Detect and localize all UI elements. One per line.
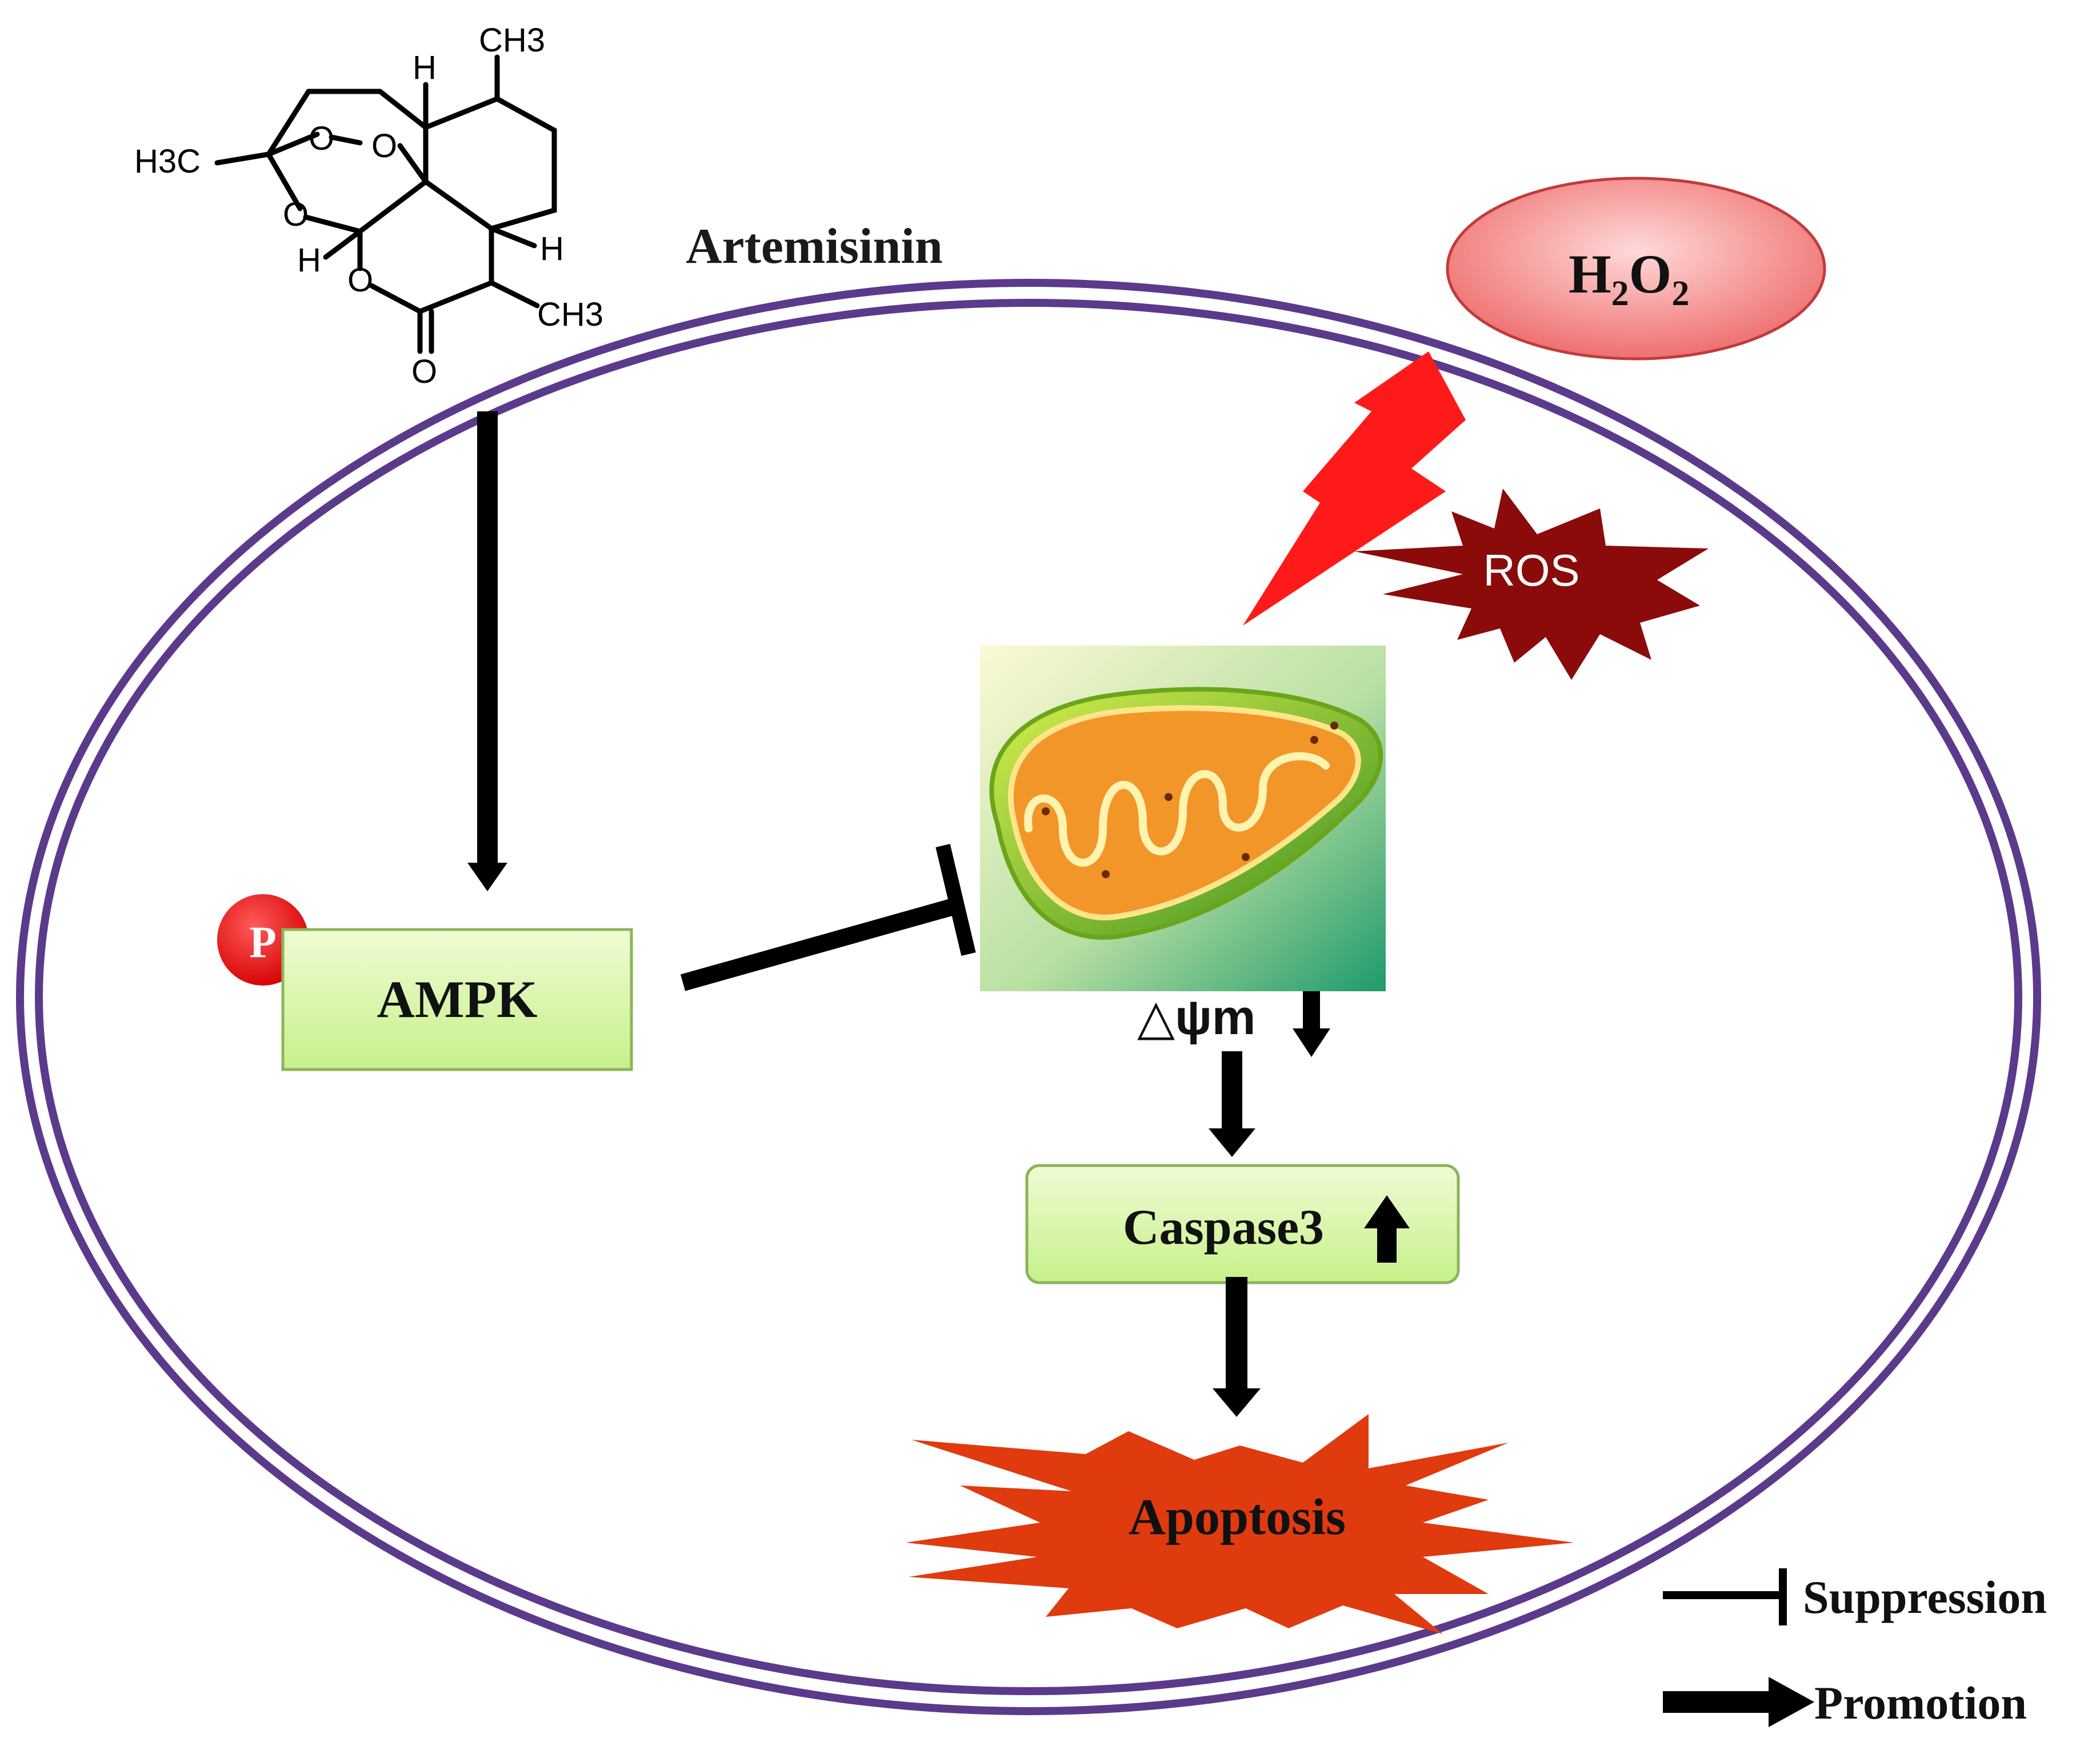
atom-ch3-right: CH3 bbox=[537, 296, 603, 333]
atom-o-carbonyl: O bbox=[411, 353, 437, 390]
atom-o2: O bbox=[371, 127, 397, 165]
legend-suppression-label: Suppression bbox=[1803, 1571, 2047, 1623]
atom-o1: O bbox=[309, 120, 334, 157]
atom-ch3-top: CH3 bbox=[479, 22, 545, 59]
phospho-label: P bbox=[249, 917, 277, 967]
promotion-arrow-caspase-apoptosis bbox=[1213, 1277, 1261, 1417]
caspase3-label: Caspase3 bbox=[1123, 1200, 1324, 1255]
artemisinin-structure bbox=[214, 54, 557, 354]
ampk-node: AMPK bbox=[281, 928, 633, 1071]
suppression-arrow-ampk-mito bbox=[680, 844, 976, 991]
apoptosis-burst-icon bbox=[906, 1414, 1574, 1634]
legend-promotion-label: Promotion bbox=[1814, 1677, 2027, 1729]
apoptosis-label: Apoptosis bbox=[1129, 1489, 1346, 1545]
ampk-label: AMPK bbox=[377, 970, 537, 1028]
atom-h-right: H bbox=[540, 230, 564, 267]
mitochondrion-icon bbox=[980, 646, 1386, 991]
atom-h-left: H bbox=[297, 242, 321, 279]
delta-psi-label: △ψm bbox=[1137, 990, 1255, 1045]
ros-burst-icon bbox=[1354, 488, 1709, 680]
atom-o3: O bbox=[283, 196, 309, 233]
cell-membrane bbox=[16, 279, 2041, 1715]
legend-promotion-icon bbox=[1663, 1677, 1814, 1727]
atom-o4: O bbox=[347, 262, 373, 299]
ros-label: ROS bbox=[1483, 545, 1579, 595]
h2o2-node: H2O2 bbox=[1446, 177, 1826, 361]
lightning-bolt-icon bbox=[1243, 351, 1466, 626]
promotion-arrow-mito-caspase bbox=[1209, 1051, 1255, 1157]
atom-h3c-left: H3C bbox=[134, 143, 201, 180]
promotion-arrow-artemisinin-ampk bbox=[467, 411, 507, 891]
legend: Suppression Promotion bbox=[1663, 1568, 2047, 1729]
artemisinin-label: Artemisinin bbox=[686, 219, 943, 274]
decrease-arrow-icon bbox=[1293, 991, 1330, 1057]
caspase3-node: Caspase3 bbox=[1025, 1164, 1460, 1284]
atom-h-top: H bbox=[413, 49, 437, 86]
legend-suppression-icon bbox=[1663, 1568, 1787, 1625]
increase-arrow-icon bbox=[1364, 1195, 1410, 1263]
artemisinin-atom-labels: CH3 H3C CH3 H H H O O O O O bbox=[134, 22, 603, 390]
h2o2-label: H2O2 bbox=[1569, 243, 1689, 313]
